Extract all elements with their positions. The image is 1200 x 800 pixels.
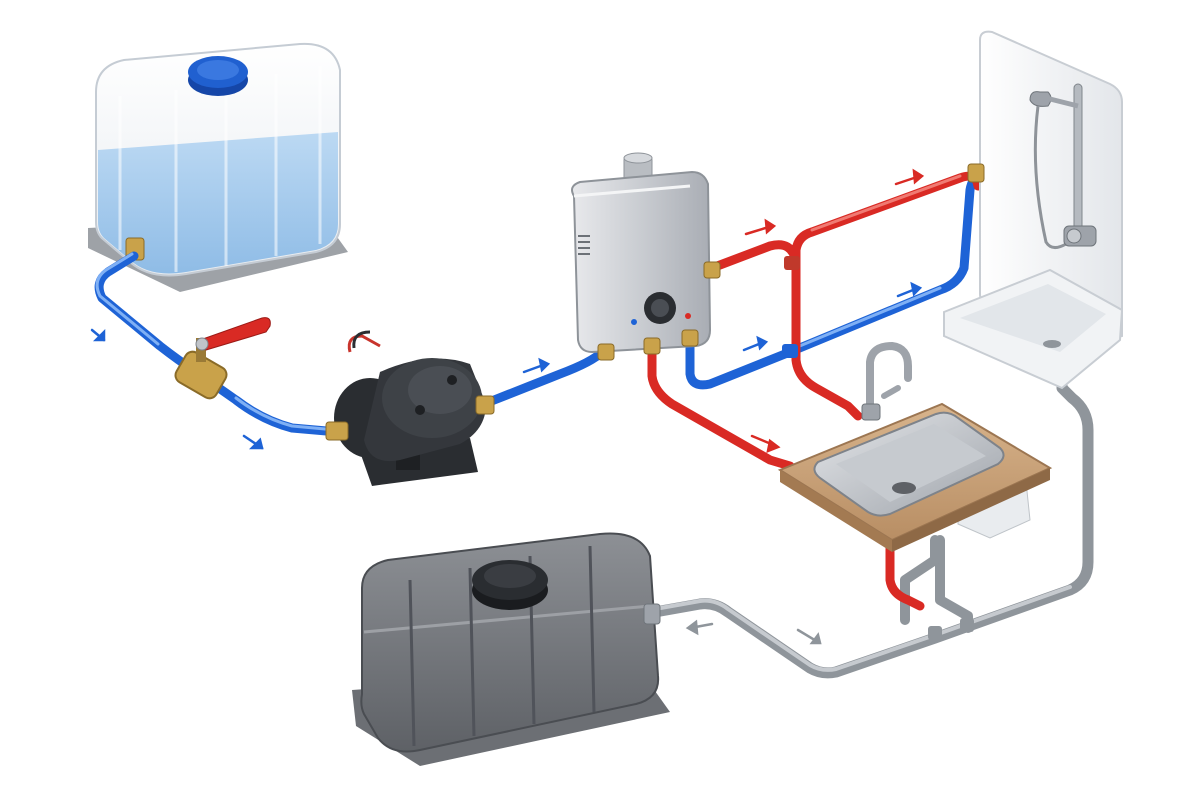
pipe-fittings bbox=[782, 256, 974, 640]
cold-indicator-icon bbox=[631, 319, 637, 325]
hot-flow-arrow-icon bbox=[744, 168, 925, 454]
water-pump bbox=[325, 330, 495, 486]
drain-pipe-sink bbox=[935, 535, 973, 633]
water-heater bbox=[571, 152, 721, 361]
hot-pipe-heater-to-sink bbox=[647, 341, 795, 471]
cold-pipe-to-fixtures bbox=[685, 169, 985, 390]
sink bbox=[777, 341, 1053, 552]
hot-indicator-icon bbox=[685, 313, 691, 319]
shower bbox=[943, 30, 1124, 390]
drain-pipe-main bbox=[649, 340, 1094, 679]
shutoff-valve[interactable] bbox=[173, 317, 271, 402]
cold-flow-arrow-icon bbox=[90, 281, 923, 450]
hot-pipe-heater-to-shower bbox=[707, 171, 983, 273]
shower-mixer-icon[interactable] bbox=[1066, 228, 1082, 244]
shower-drain-icon bbox=[1043, 340, 1061, 348]
drain-flow-arrow-icon bbox=[685, 619, 822, 645]
flow-arrows bbox=[90, 168, 925, 645]
cold-pipe-tank-to-pump bbox=[94, 251, 343, 437]
hot-pipe-sink-under bbox=[885, 535, 925, 611]
valve-handle-icon[interactable] bbox=[199, 317, 271, 351]
sink-faucet-icon[interactable] bbox=[866, 341, 912, 418]
fresh-water-tank bbox=[88, 42, 348, 292]
hot-pipe-to-sink bbox=[791, 257, 863, 421]
grey-water-tank bbox=[352, 532, 670, 766]
